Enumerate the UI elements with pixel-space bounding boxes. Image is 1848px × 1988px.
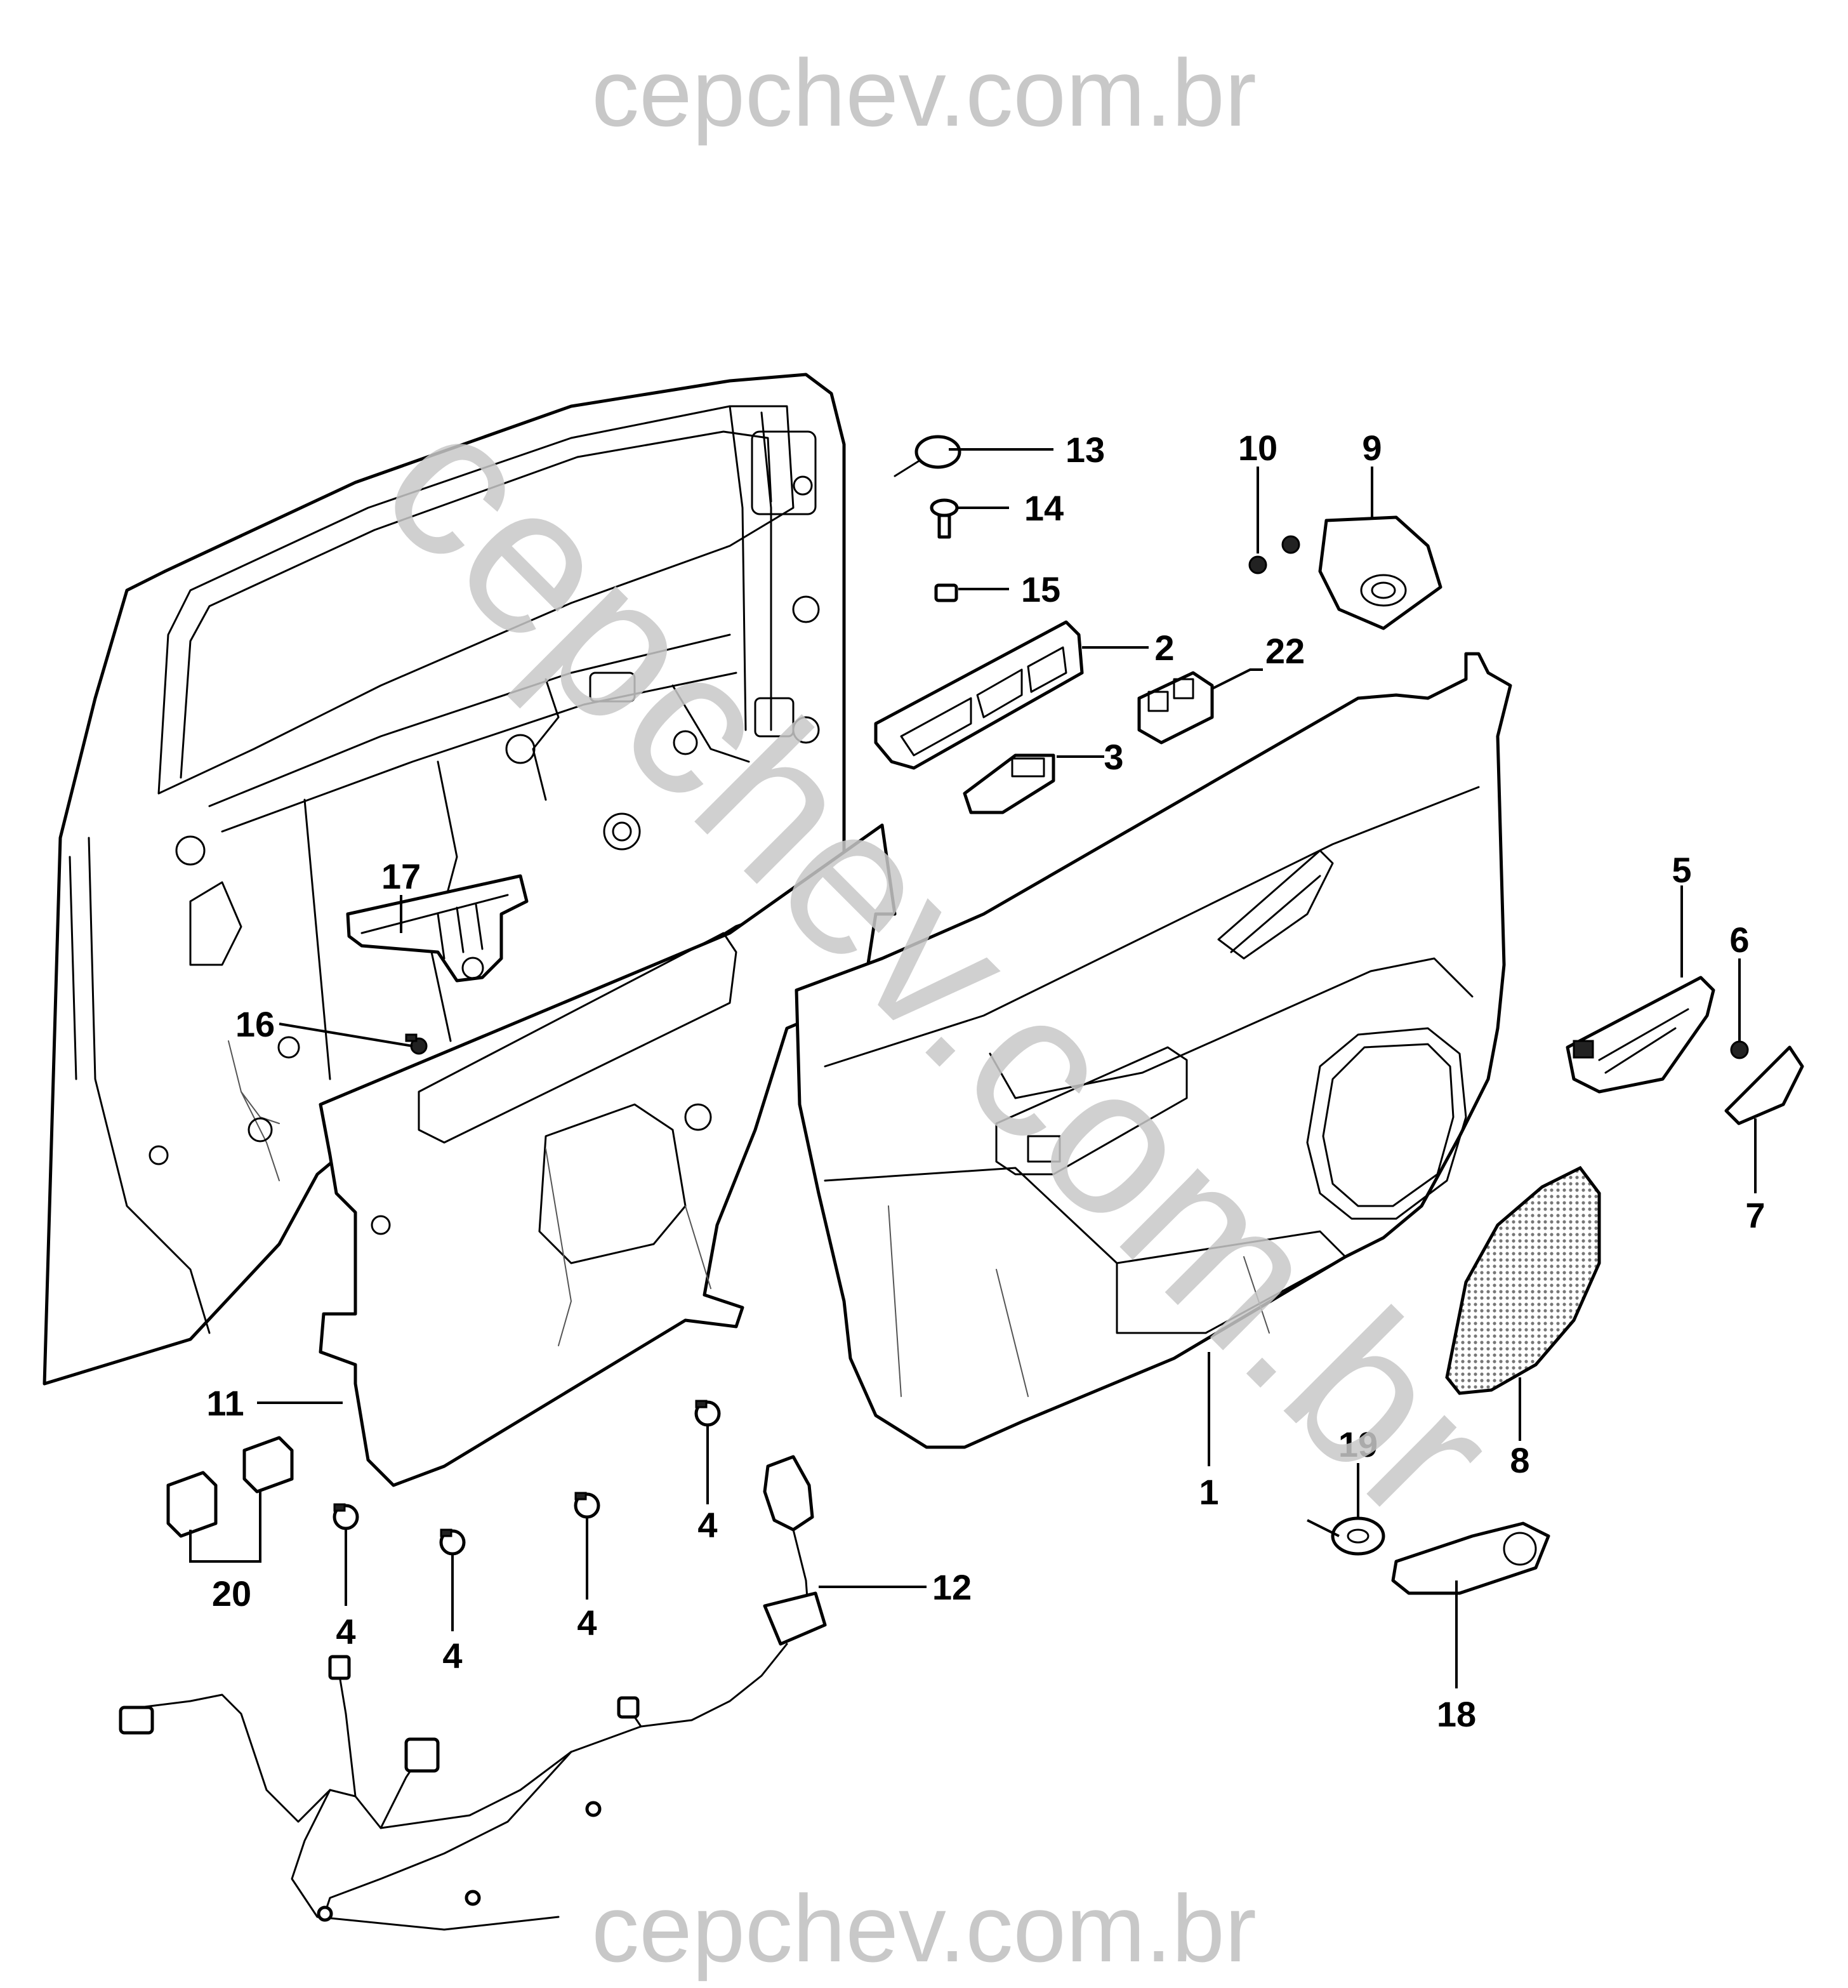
callout-6: 6 [1729,920,1749,960]
callout-1: 1 [1199,1472,1218,1512]
screw-cover-7 [1724,1045,1804,1125]
retainer-clips [333,1400,721,1556]
callout-22: 22 [1265,631,1305,671]
callout-5: 5 [1672,850,1691,890]
switch-bezel [874,620,1084,770]
screws-10 [1248,535,1300,574]
pin-14 [930,498,959,539]
callout-16: 16 [235,1004,275,1044]
callout-7: 7 [1745,1195,1765,1235]
callout-10: 10 [1238,428,1277,468]
pull-handle-18 [1391,1521,1550,1595]
foam-pads [166,1436,294,1538]
leader-lines [189,448,1757,1688]
window-switch [1137,671,1214,745]
callout-9: 9 [1362,428,1382,468]
callout-18: 18 [1437,1694,1476,1734]
callout-12: 12 [932,1567,972,1607]
watermark-top: cepchev.com.br [591,39,1257,146]
callout-4a: 4 [336,1612,355,1652]
callout-19: 19 [1338,1424,1378,1464]
callout-11: 11 [206,1383,244,1423]
callout-14: 14 [1024,488,1064,528]
callout-labels: 1 2 3 4 4 4 4 5 6 7 8 9 10 11 12 13 14 1… [206,428,1765,1734]
callout-15: 15 [1021,569,1060,609]
door-trim-panel [795,652,1512,1449]
callout-2: 2 [1154,628,1174,668]
plug-13 [894,435,961,477]
callout-13: 13 [1066,430,1105,470]
callout-4d: 4 [697,1505,717,1545]
callout-8: 8 [1510,1440,1529,1480]
grommet-19 [1331,1516,1385,1556]
tweeter-cover [1318,515,1442,630]
watermark-bottom: cepchev.com.br [591,1875,1257,1982]
wiring-harness [119,1455,827,1931]
mirror-switch [963,753,1055,814]
inside-door-handle [1566,976,1715,1094]
callout-17: 17 [381,856,421,896]
callout-4b: 4 [442,1636,462,1676]
screw-6 [1730,1040,1749,1059]
water-deflector [319,823,897,1487]
callout-20: 20 [212,1574,251,1614]
callout-4c: 4 [577,1603,597,1643]
speaker-grille [1445,1165,1601,1395]
clip-15 [934,583,958,602]
regulator-bracket [346,874,529,983]
callout-3: 3 [1104,737,1123,777]
